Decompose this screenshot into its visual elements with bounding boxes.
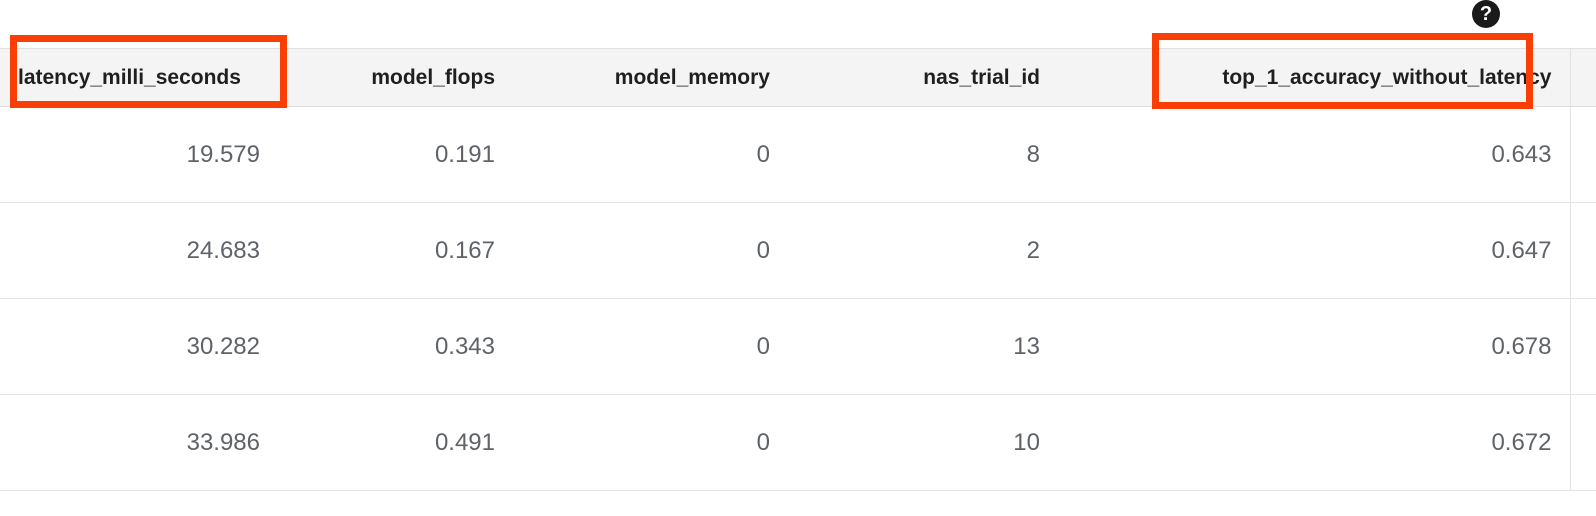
column-header-top-1-accuracy-without-latency[interactable]: top_1_accuracy_without_latency [1058,48,1570,107]
help-circle-icon[interactable]: ? [1472,0,1500,28]
cell-top-1-accuracy-without-latency: 0.643 [1058,106,1570,203]
cell-latency-milli-seconds: 33.986 [0,394,278,491]
cell-nas-trial-id: 13 [788,298,1058,395]
cell-overflow [1569,298,1596,395]
table-row[interactable]: 30.282 0.343 0 13 0.678 [0,298,1596,395]
table-row[interactable]: 24.683 0.167 0 2 0.647 [0,202,1596,299]
cell-model-flops: 0.191 [278,106,513,203]
cell-top-1-accuracy-without-latency: 0.672 [1058,394,1570,491]
results-table: latency_milli_seconds model_flops model_… [0,48,1596,491]
cell-overflow [1569,202,1596,299]
cell-model-flops: 0.491 [278,394,513,491]
cell-nas-trial-id: 2 [788,202,1058,299]
table-header-row: latency_milli_seconds model_flops model_… [0,48,1596,107]
table-body: 19.579 0.191 0 8 0.643 24.683 0.167 0 2 … [0,106,1596,491]
table-header: latency_milli_seconds model_flops model_… [0,48,1596,107]
cell-nas-trial-id: 8 [788,106,1058,203]
column-header-latency-milli-seconds[interactable]: latency_milli_seconds [0,48,278,107]
cell-latency-milli-seconds: 19.579 [0,106,278,203]
cell-top-1-accuracy-without-latency: 0.678 [1058,298,1570,395]
cell-top-1-accuracy-without-latency: 0.647 [1058,202,1570,299]
toolbar-strip: ? [0,0,1596,48]
cell-nas-trial-id: 10 [788,394,1058,491]
cell-latency-milli-seconds: 24.683 [0,202,278,299]
cell-model-memory: 0 [513,202,788,299]
column-header-overflow[interactable] [1569,48,1596,107]
cell-model-flops: 0.167 [278,202,513,299]
cell-model-memory: 0 [513,394,788,491]
cell-model-memory: 0 [513,106,788,203]
cell-overflow [1569,394,1596,491]
column-header-model-memory[interactable]: model_memory [513,48,788,107]
cell-model-memory: 0 [513,298,788,395]
cell-model-flops: 0.343 [278,298,513,395]
results-table-container: latency_milli_seconds model_flops model_… [0,48,1596,491]
cell-latency-milli-seconds: 30.282 [0,298,278,395]
cell-overflow [1569,106,1596,203]
table-row[interactable]: 19.579 0.191 0 8 0.643 [0,106,1596,203]
table-row[interactable]: 33.986 0.491 0 10 0.672 [0,394,1596,491]
column-header-nas-trial-id[interactable]: nas_trial_id [788,48,1058,107]
column-header-model-flops[interactable]: model_flops [278,48,513,107]
